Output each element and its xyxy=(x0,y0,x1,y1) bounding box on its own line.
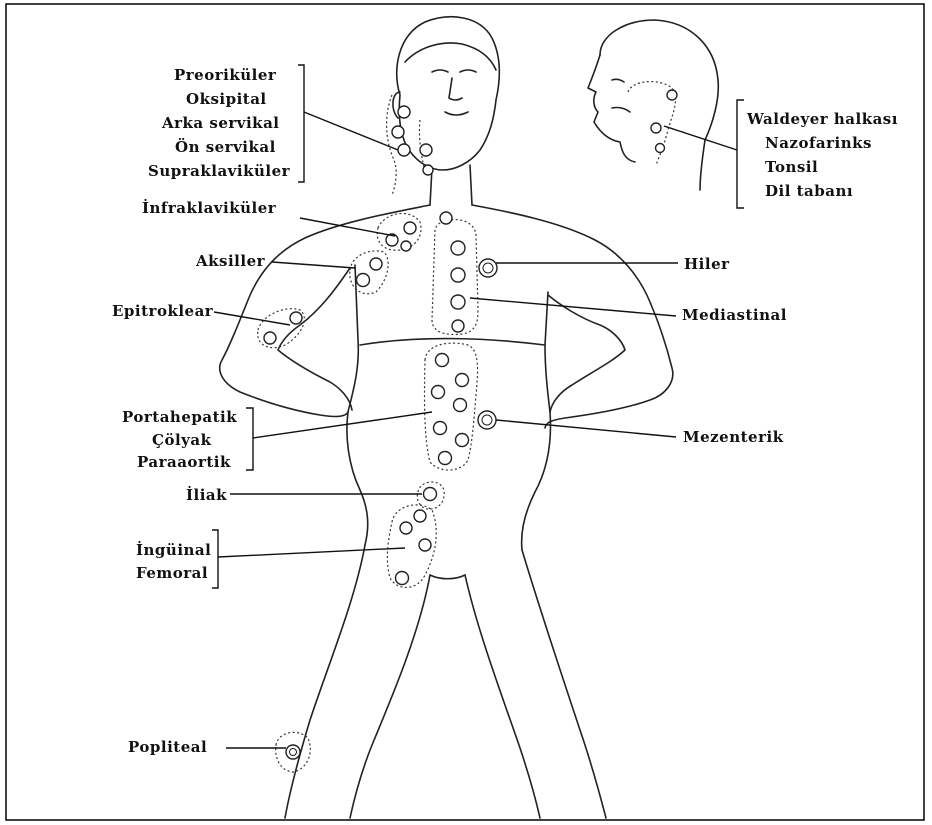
torso-left xyxy=(348,265,358,412)
label-mesenteric: Mezenterik xyxy=(683,428,784,446)
eyes xyxy=(432,70,476,72)
paraaortic-node-1 xyxy=(434,422,447,435)
label-occipital: Oksipital xyxy=(186,90,267,108)
infraclavicular-node-2 xyxy=(404,222,416,234)
inguinal-leader xyxy=(218,548,405,557)
head-outline xyxy=(397,17,500,170)
label-tongue-base: Dil tabanı xyxy=(765,182,853,200)
right-hip xyxy=(522,412,551,550)
label-inguinal: İngüinal xyxy=(136,540,211,559)
axillary-leader xyxy=(272,262,355,268)
label-axillary: Aksiller xyxy=(195,252,266,270)
waldeyer-bracket xyxy=(737,100,744,208)
axillary-node-1 xyxy=(357,274,370,287)
celiac-node-2 xyxy=(454,399,467,412)
portahepatic-node-1 xyxy=(436,354,449,367)
label-portahepatic: Portahepatik xyxy=(122,408,237,426)
mediastinal-node-1 xyxy=(451,241,465,255)
nose xyxy=(449,78,462,100)
right-leg-outer xyxy=(522,550,606,818)
leader-lines xyxy=(212,65,744,748)
epitrochlear-node-2 xyxy=(264,332,276,344)
left-leg-inner xyxy=(350,575,430,818)
left-hip xyxy=(347,412,368,545)
side-head-eye xyxy=(612,79,624,82)
label-mediastinal: Mediastinal xyxy=(682,306,787,324)
lymph-nodes xyxy=(258,95,497,772)
label-anterior-cervical: Ön servikal xyxy=(175,137,276,156)
popliteal-node xyxy=(286,745,300,759)
celiac-node-1 xyxy=(432,386,445,399)
chest-line xyxy=(360,339,545,345)
axillary-node-2 xyxy=(370,258,382,270)
label-epitrochlear: Epitroklear xyxy=(112,302,214,320)
inguinal-node-1 xyxy=(414,510,426,522)
right-arm-inner xyxy=(548,295,625,412)
anterior-cervical-node xyxy=(420,144,432,156)
label-celiac: Çölyak xyxy=(152,431,212,449)
nasopharynx-node xyxy=(667,90,677,100)
left-leg-outer xyxy=(285,545,365,818)
mesenteric-node xyxy=(478,411,496,429)
abdominal-bracket xyxy=(246,408,253,470)
label-femoral: Femoral xyxy=(136,564,208,582)
crotch xyxy=(430,575,465,579)
label-paraaortic: Paraaortik xyxy=(137,453,231,471)
neck-chain-outline xyxy=(387,95,397,195)
inguinal-node-2 xyxy=(400,522,412,534)
hilar-node xyxy=(479,259,497,277)
side-head-back xyxy=(600,20,718,190)
right-arm-outer xyxy=(472,205,673,428)
mesenteric-leader xyxy=(496,420,676,437)
posterior-cervical-node xyxy=(398,144,410,156)
tongue-base-node xyxy=(656,144,665,153)
neck-bracket xyxy=(298,65,304,182)
mouth xyxy=(445,112,468,115)
neck xyxy=(430,165,472,205)
side-head-illustration xyxy=(588,20,718,190)
neck-leader xyxy=(304,112,398,150)
label-tonsil: Tonsil xyxy=(765,158,818,176)
label-posterior-cervical: Arka servikal xyxy=(161,114,280,132)
label-iliac: İliak xyxy=(186,485,227,504)
left-arm-inner xyxy=(278,268,352,410)
waldeyer-leader xyxy=(664,126,737,150)
paraaortic-node-3 xyxy=(439,452,452,465)
hairline xyxy=(405,43,496,70)
inguinal-node-3 xyxy=(419,539,431,551)
epitrochlear-leader xyxy=(214,312,290,325)
mediastinal-node-3 xyxy=(451,295,465,309)
mediastinal-node-4 xyxy=(452,320,464,332)
inguinal-bracket xyxy=(212,530,218,588)
label-preauricular: Preoriküler xyxy=(174,66,277,84)
right-leg-inner xyxy=(465,575,540,818)
label-popliteal: Popliteal xyxy=(128,738,207,756)
paraaortic-node-2 xyxy=(456,434,469,447)
torso-right xyxy=(545,292,550,412)
preauricular-node xyxy=(398,106,410,118)
body-outline xyxy=(220,17,673,818)
mediastinal-node-top xyxy=(440,212,452,224)
left-arm-outer xyxy=(220,205,430,417)
supraclavicular-node xyxy=(423,165,433,175)
label-waldeyer-ring: Waldeyer halkası xyxy=(746,110,898,128)
labels: Preoriküler Oksipital Arka servikal Ön s… xyxy=(112,66,898,756)
label-nasopharynx: Nazofarinks xyxy=(765,134,872,152)
iliac-node xyxy=(424,488,437,501)
occipital-node xyxy=(392,126,404,138)
label-supraclavicular: Supraklaviküler xyxy=(148,162,291,180)
portahepatic-node-2 xyxy=(456,374,469,387)
tonsil-node xyxy=(651,123,661,133)
femoral-node xyxy=(396,572,409,585)
infraclavicular-node-3 xyxy=(401,241,411,251)
epitrochlear-node-1 xyxy=(290,312,302,324)
abdominal-outline xyxy=(425,343,478,470)
label-hilar: Hiler xyxy=(684,255,730,273)
mediastinal-node-2 xyxy=(451,268,465,282)
side-head-mouth xyxy=(612,108,630,113)
label-infraclavicular: İnfraklaviküler xyxy=(142,198,277,217)
